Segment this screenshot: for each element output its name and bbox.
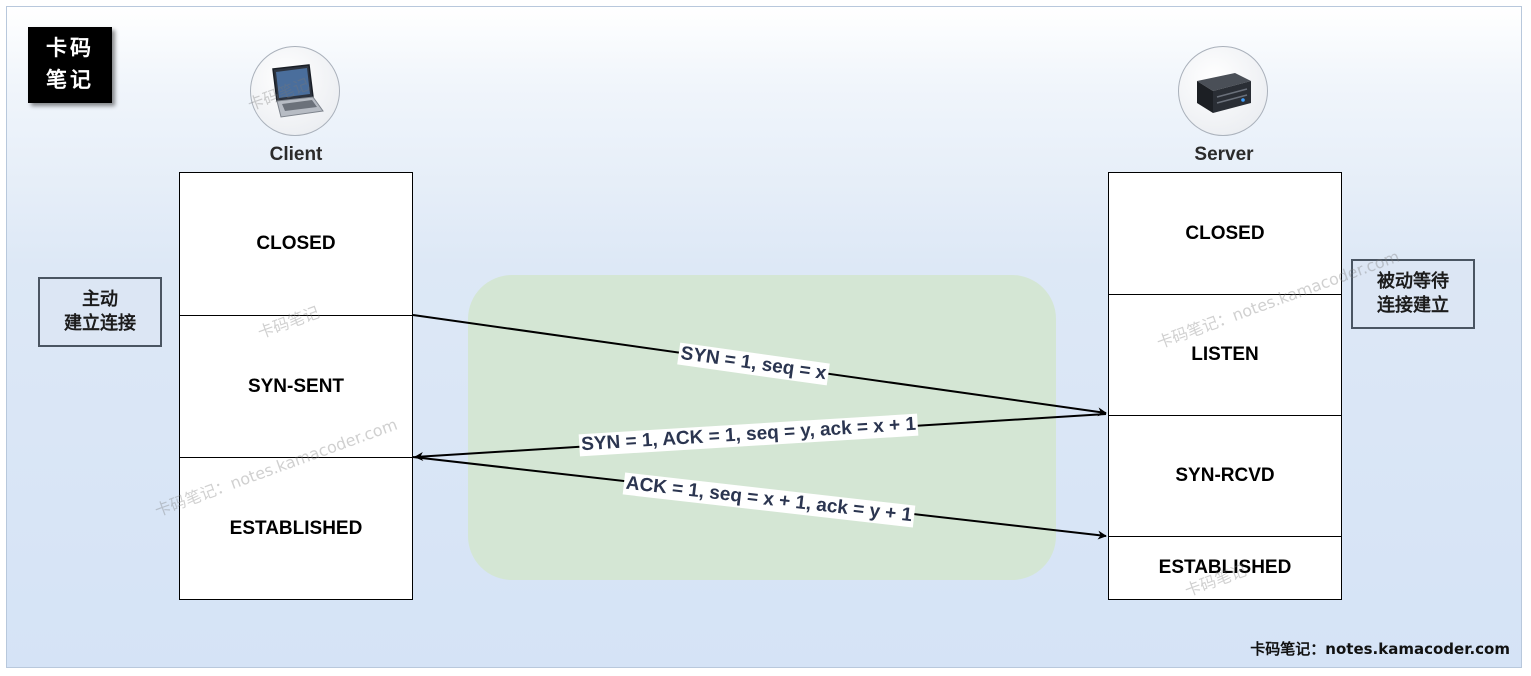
server-state-column: CLOSED LISTEN SYN-RCVD ESTABLISHED (1108, 172, 1342, 600)
server-state-established: ESTABLISHED (1109, 536, 1341, 599)
client-note-line-1: 主动 (82, 289, 118, 310)
client-state-closed: CLOSED (256, 233, 336, 254)
client-state-established: ESTABLISHED (180, 457, 412, 599)
server-state-listen: LISTEN (1109, 294, 1341, 415)
logo-line-1: 卡码 (46, 35, 94, 60)
brand-logo: 卡码 笔记 (28, 27, 112, 103)
client-state-syn-sent: SYN-SENT (180, 315, 412, 457)
logo-line-2: 笔记 (46, 67, 94, 92)
server-note-line-1: 被动等待 (1377, 271, 1449, 292)
server-label: Server (1194, 144, 1254, 165)
client-state-column: CLOSED SYN-SENT ESTABLISHED (179, 172, 413, 600)
server-state-syn-rcvd: SYN-RCVD (1109, 415, 1341, 536)
server-state-closed: CLOSED (1185, 222, 1265, 244)
laptop-icon (250, 46, 340, 136)
client-note-line-2: 建立连接 (64, 313, 136, 334)
client-note: 主动 建立连接 (38, 277, 162, 347)
server-icon (1178, 46, 1268, 136)
server-note: 被动等待 连接建立 (1351, 259, 1475, 329)
server-note-line-2: 连接建立 (1377, 295, 1449, 316)
client-label: Client (269, 144, 323, 165)
footer-credit: 卡码笔记：notes.kamacoder.com (1250, 640, 1510, 658)
